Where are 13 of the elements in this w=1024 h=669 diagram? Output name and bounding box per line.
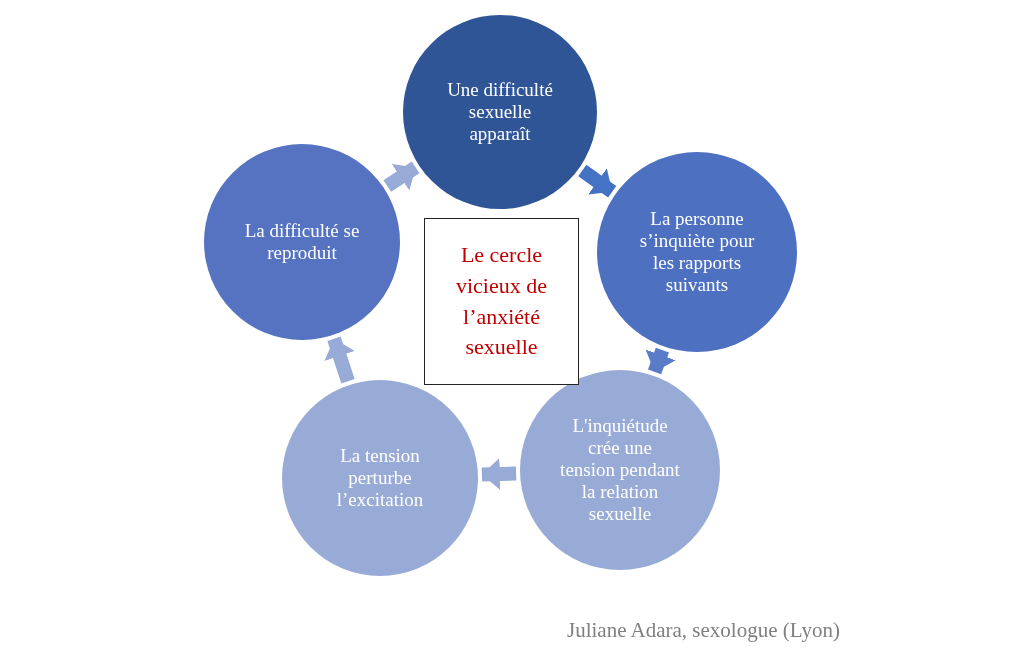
arrow: [324, 336, 355, 384]
step-text: Une difficulté sexuelle apparaît: [446, 79, 554, 145]
credit-text: Juliane Adara, sexologue (Lyon): [567, 618, 840, 643]
step-text: La difficulté se reproduit: [244, 220, 360, 264]
step-text: L'inquiétude crée une tension pendant la relation sexuelle: [560, 415, 680, 525]
arrow: [481, 458, 517, 490]
title-text: Le cercle vicieux de l’anxiété sexuelle: [455, 240, 548, 362]
arrow: [645, 347, 676, 375]
title-box: [424, 218, 579, 385]
arrow: [578, 164, 617, 198]
step-text: La personne s’inquiète pour les rapports suivants: [638, 208, 756, 296]
step-text: La tension perturbe l’excitation: [335, 445, 425, 511]
arrow: [383, 161, 420, 192]
